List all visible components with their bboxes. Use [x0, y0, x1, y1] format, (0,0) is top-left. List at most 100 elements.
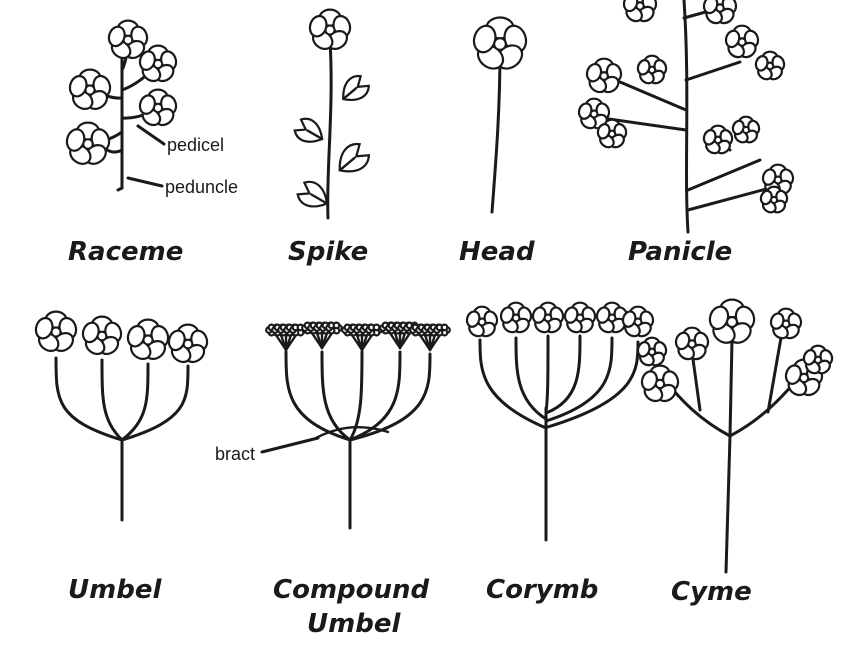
flower-center: [715, 137, 721, 143]
compound-umbel-ray: [286, 352, 350, 440]
cyme-flower: [640, 366, 681, 405]
cyme-branch: [692, 352, 700, 410]
label-corymb: Corymb: [486, 574, 598, 606]
flower-center: [635, 319, 642, 326]
flower-center: [717, 5, 724, 12]
flower-center: [577, 315, 584, 322]
panicle-flower: [702, 126, 734, 156]
flower-center: [124, 36, 132, 44]
compound-umbel-floret: [326, 323, 342, 334]
corymb-flower: [499, 303, 533, 335]
cyme-flower: [636, 338, 668, 368]
callouts-layer: [128, 126, 318, 452]
flower-center: [98, 332, 106, 340]
umbel-flower-3: [125, 320, 170, 363]
cyme-terminal-flower: [707, 300, 757, 347]
label-compound-umbel-line1: Compound: [273, 574, 429, 606]
cyme-flower: [674, 328, 710, 362]
label-pedicel: pedicel: [167, 135, 224, 155]
label-umbel: Umbel: [68, 574, 161, 606]
panicle-axis: [684, 0, 688, 232]
umbel-flower-1: [33, 312, 78, 355]
panicle-branch: [688, 188, 770, 210]
floret-petal: [442, 325, 448, 331]
umbel-pedicel: [102, 360, 122, 440]
flower-center: [771, 197, 777, 203]
spike-axis: [328, 40, 331, 218]
flower-center: [689, 341, 696, 348]
umbel-flower-4: [167, 325, 210, 366]
label-compound-umbel-line2: Umbel: [307, 608, 400, 640]
panicle-flower: [759, 187, 788, 215]
label-peduncle: peduncle: [165, 177, 238, 197]
flower-center: [649, 349, 655, 355]
panicle-flower: [702, 0, 738, 26]
corymb-flower: [563, 303, 597, 335]
panicle-branch: [688, 160, 760, 190]
raceme-stem-base: [118, 188, 122, 190]
pedicel-callout-line: [138, 126, 164, 144]
flower-center: [479, 319, 486, 326]
spike-flower-3: [332, 140, 373, 180]
label-cyme: Cyme: [671, 576, 752, 608]
flower-center: [83, 139, 92, 148]
head-peduncle: [492, 50, 500, 212]
compound-umbel-floret: [366, 325, 382, 336]
flower-center: [513, 315, 520, 322]
raceme-flower-5: [64, 123, 112, 168]
peduncle-callout-line: [128, 178, 162, 186]
corymb-pedicel: [480, 340, 546, 428]
label-head: Head: [459, 236, 535, 268]
corymb-pedicel: [516, 338, 546, 419]
flower-center: [800, 374, 808, 382]
spike-flower-1: [336, 73, 372, 108]
label-panicle: Panicle: [628, 236, 732, 268]
panicle-branch: [620, 82, 686, 110]
flower-center: [591, 111, 598, 118]
cyme-peduncle: [726, 436, 730, 572]
label-bract: bract: [215, 444, 255, 464]
panicle-flower: [622, 0, 658, 24]
flower-center: [545, 315, 552, 322]
stems-layer: [56, 0, 800, 572]
flower-center: [656, 380, 664, 388]
spike-top-flower: [307, 10, 352, 53]
panicle-branch: [686, 62, 740, 80]
compound-umbel-floret: [434, 325, 450, 336]
flower-center: [743, 127, 749, 133]
panicle-flower: [636, 56, 668, 86]
flower-center: [783, 321, 790, 328]
panicle-flower: [585, 59, 623, 95]
corymb-pedicel: [546, 336, 548, 411]
head-flower-cluster: [471, 18, 530, 74]
flower-center: [86, 86, 95, 95]
flower-center: [775, 177, 782, 184]
panicle-flower: [731, 117, 760, 145]
panicle-flower: [754, 52, 786, 82]
flower-center: [727, 317, 737, 327]
flower-center: [154, 104, 162, 112]
flower-center: [609, 131, 615, 137]
compound-umbel-ray: [322, 352, 350, 440]
corymb-flower: [531, 303, 565, 335]
umbel-flower-2: [81, 317, 124, 358]
label-raceme: Raceme: [68, 236, 183, 268]
flower-center: [326, 26, 335, 35]
flower-center: [767, 63, 773, 69]
flower-center: [600, 72, 607, 79]
flower-center: [739, 39, 746, 46]
cyme-central-stalk: [730, 340, 732, 436]
corymb-pedicel: [546, 336, 580, 413]
bract-callout-line: [262, 438, 318, 452]
floret-petal: [334, 323, 340, 329]
raceme-flower-3: [67, 70, 112, 113]
label-spike: Spike: [288, 236, 368, 268]
flower-center: [649, 67, 655, 73]
panicle-flower: [724, 26, 760, 60]
spike-flower-2: [292, 115, 327, 148]
flower-center: [144, 336, 153, 345]
flower-center: [815, 357, 821, 363]
flower-center: [609, 315, 616, 322]
raceme-flower-4: [138, 90, 179, 129]
